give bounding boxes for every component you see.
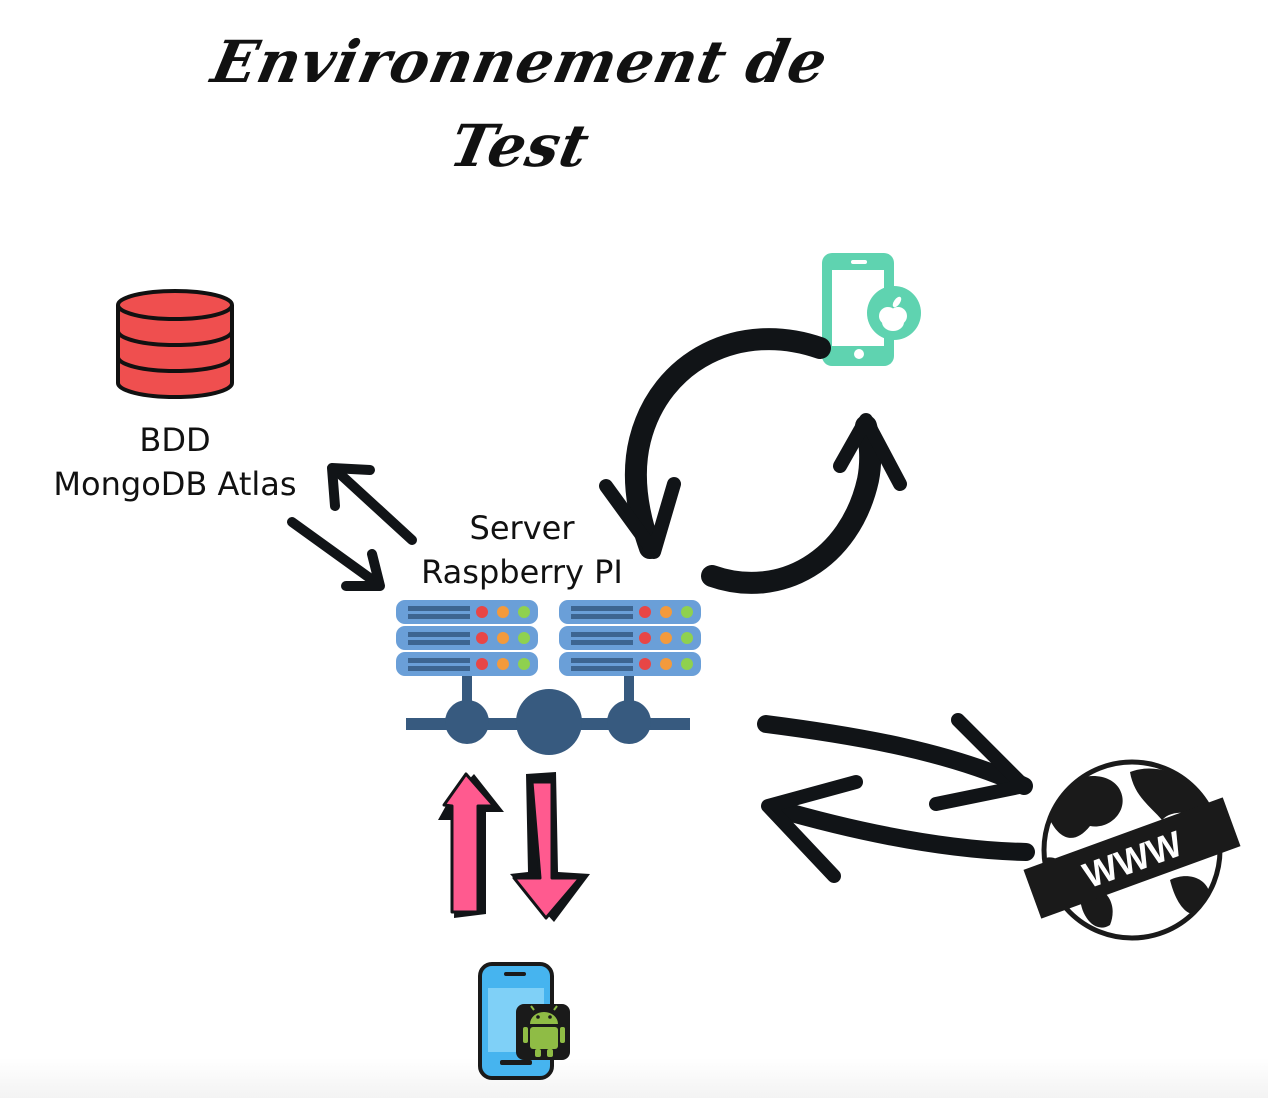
server-web-arrows xyxy=(757,713,1035,883)
server-rack-icon xyxy=(396,600,701,755)
database-label-line-1: BDD xyxy=(139,421,211,459)
database-label: BDD MongoDB Atlas xyxy=(30,418,320,506)
arrow-server-to-web xyxy=(757,713,1033,811)
database-label-line-2: MongoDB Atlas xyxy=(53,465,297,503)
iphone-apple-icon xyxy=(822,253,921,366)
network-bus xyxy=(406,676,690,755)
server-android-arrows xyxy=(438,772,590,922)
arrow-ios-to-server xyxy=(599,328,831,559)
arrow-server-to-ios xyxy=(701,413,907,594)
db-server-arrows xyxy=(287,463,417,591)
arrow-web-to-server xyxy=(761,775,1035,883)
android-robot-icon xyxy=(516,1004,570,1060)
server-rack-right xyxy=(559,600,701,676)
server-ios-cycle-arrows xyxy=(599,328,907,594)
pink-arrow-up xyxy=(438,772,504,918)
arrow-db-to-server xyxy=(287,517,385,591)
arrow-server-to-db xyxy=(327,463,417,545)
database-icon xyxy=(116,289,234,399)
server-label: Server Raspberry PI xyxy=(392,506,652,594)
server-label-line-2: Raspberry PI xyxy=(421,553,623,591)
android-phone-icon xyxy=(478,962,570,1080)
pink-arrow-down xyxy=(510,772,590,922)
bottom-fade xyxy=(0,1058,1268,1098)
server-rack-left xyxy=(396,600,538,676)
apple-logo-icon xyxy=(879,296,907,331)
globe-www-icon: WWW xyxy=(1023,759,1241,941)
server-label-line-1: Server xyxy=(469,509,575,547)
